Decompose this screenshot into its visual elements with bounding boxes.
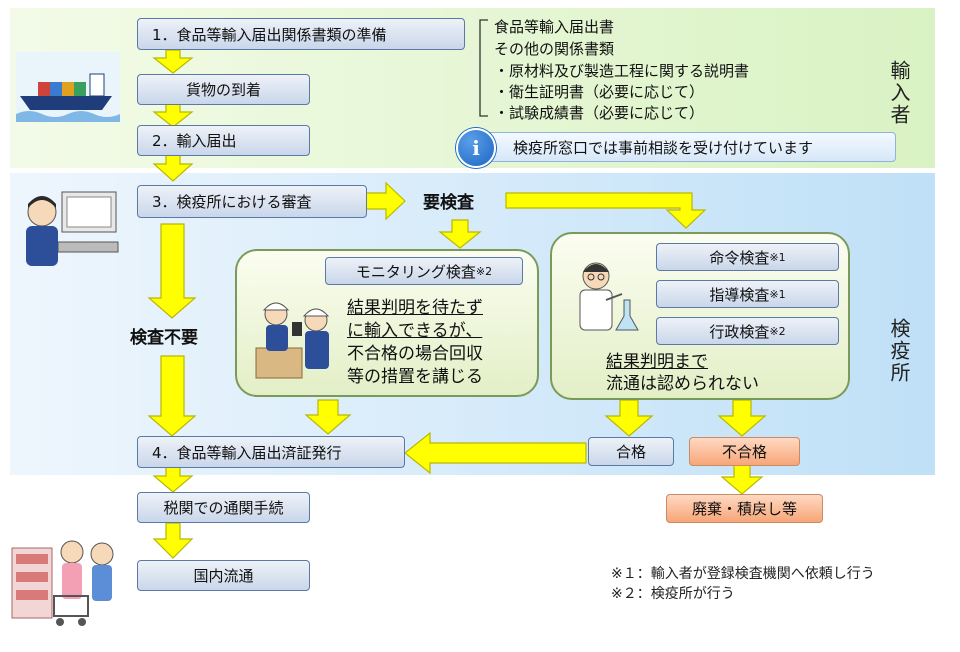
- step1-label: 1．食品等輸入届出関係書類の準備: [152, 25, 387, 44]
- step3-label: 3．検疫所における審査: [152, 193, 312, 211]
- domestic-label: 国内流通: [193, 567, 254, 585]
- arrow-to-fail: [717, 399, 767, 437]
- documents-bracket: [479, 19, 488, 117]
- monitoring-desc-line: 不合格の場合回収: [347, 344, 483, 364]
- monitoring-inspection-box: モニタリング検査※2: [325, 257, 523, 285]
- administrative-inspection-note: ※2: [769, 324, 786, 338]
- inspection-required-label: 要検査: [423, 193, 474, 213]
- inspectors-icon: [255, 302, 330, 379]
- domestic-box: 国内流通: [137, 560, 310, 591]
- arrow-to-pass: [604, 399, 654, 437]
- pass-box: 合格: [588, 437, 674, 466]
- pass-label: 合格: [615, 443, 646, 461]
- arrow-monitoring-step4: [304, 399, 352, 435]
- order-inspection-note: ※1: [769, 250, 786, 264]
- documents-line1: 食品等輸入届出書: [494, 18, 615, 36]
- order-desc-line: 流通は認められない: [606, 374, 759, 394]
- step4-label: 4．食品等輸入届出済証発行: [152, 443, 342, 462]
- footnote-2: ※２：検疫所が行う: [611, 586, 735, 602]
- arrow-step1-arrival: [152, 49, 194, 74]
- arrow-no-inspection-2: [147, 355, 197, 437]
- station-zone-label: 検疫所: [887, 318, 911, 384]
- shoppers-icon: [11, 540, 114, 626]
- disposal-label: 廃棄・積戻し等: [691, 500, 797, 518]
- order-inspection-box: 命令検査※1: [656, 243, 839, 271]
- no-inspection-label: 検査不要: [130, 328, 198, 348]
- arrow-customs-domestic: [152, 522, 194, 559]
- documents-item-1: ・原材料及び製造工程に関する説明書: [494, 62, 750, 80]
- step2-label: 2．輸入届出: [152, 132, 237, 150]
- consultation-info-text: 検疫所窓口では事前相談を受け付けています: [513, 138, 814, 157]
- monitoring-description: 結果判明を待たず に輸入できるが、 不合格の場合回収 等の措置を講じる: [347, 297, 483, 389]
- arrow-pass-step4: [404, 431, 587, 475]
- info-circle-icon: i: [456, 128, 496, 168]
- step3-box: 3．検疫所における審査: [137, 185, 367, 218]
- fail-box: 不合格: [689, 437, 800, 466]
- consultation-info-bar: 検疫所窓口では事前相談を受け付けています: [470, 132, 896, 162]
- arrival-label: 貨物の到着: [185, 81, 261, 99]
- arrow-fail-disposal: [720, 464, 764, 495]
- arrow-no-inspection: [147, 223, 197, 319]
- monitoring-desc-line: に輸入できるが、: [347, 321, 483, 341]
- administrative-inspection-box: 行政検査※2: [656, 317, 839, 345]
- cargo-ship-icon: [16, 52, 120, 122]
- info-icon-letter: i: [472, 136, 480, 160]
- documents-item-2: ・衛生証明書（必要に応じて）: [494, 83, 705, 101]
- step4-box: 4．食品等輸入届出済証発行: [137, 436, 405, 468]
- order-description: 結果判明まで 流通は認められない: [606, 351, 759, 395]
- lab-scientist-icon: [579, 262, 639, 331]
- monitoring-desc-line: 結果判明を待たず: [347, 298, 483, 318]
- customs-box: 税関での通関手続: [137, 492, 310, 523]
- monitoring-note: ※2: [475, 264, 493, 278]
- order-desc-line: 結果判明まで: [606, 352, 708, 372]
- footnote-1: ※１：輸入者が登録検査機関へ依頼し行う: [611, 566, 875, 582]
- monitoring-title: モニタリング検査: [355, 262, 476, 281]
- fail-label: 不合格: [721, 443, 767, 461]
- arrow-to-orders: [505, 192, 707, 229]
- order-inspection-label: 命令検査: [709, 248, 770, 267]
- importer-zone-label: 輸入者: [887, 60, 911, 126]
- step2-box: 2．輸入届出: [137, 125, 310, 156]
- arrow-step3-required: [365, 181, 406, 221]
- documents-item-3: ・試験成績書（必要に応じて）: [494, 104, 705, 122]
- office-worker-icon: [26, 191, 119, 266]
- monitoring-desc-line: 等の措置を講じる: [347, 367, 483, 387]
- arrow-arrival-step2: [152, 103, 194, 128]
- guidance-inspection-label: 指導検査: [709, 285, 770, 304]
- arrow-to-monitoring: [438, 219, 482, 249]
- guidance-inspection-note: ※1: [769, 287, 786, 301]
- step1-box: 1．食品等輸入届出関係書類の準備: [137, 18, 465, 50]
- arrow-step4-customs: [152, 465, 194, 493]
- guidance-inspection-box: 指導検査※1: [656, 280, 839, 308]
- arrival-box: 貨物の到着: [137, 74, 310, 105]
- arrow-step2-step3: [152, 154, 194, 182]
- administrative-inspection-label: 行政検査: [709, 322, 770, 341]
- customs-label: 税関での通関手続: [163, 499, 284, 517]
- disposal-box: 廃棄・積戻し等: [666, 494, 823, 523]
- documents-line2: その他の関係書類: [494, 40, 615, 58]
